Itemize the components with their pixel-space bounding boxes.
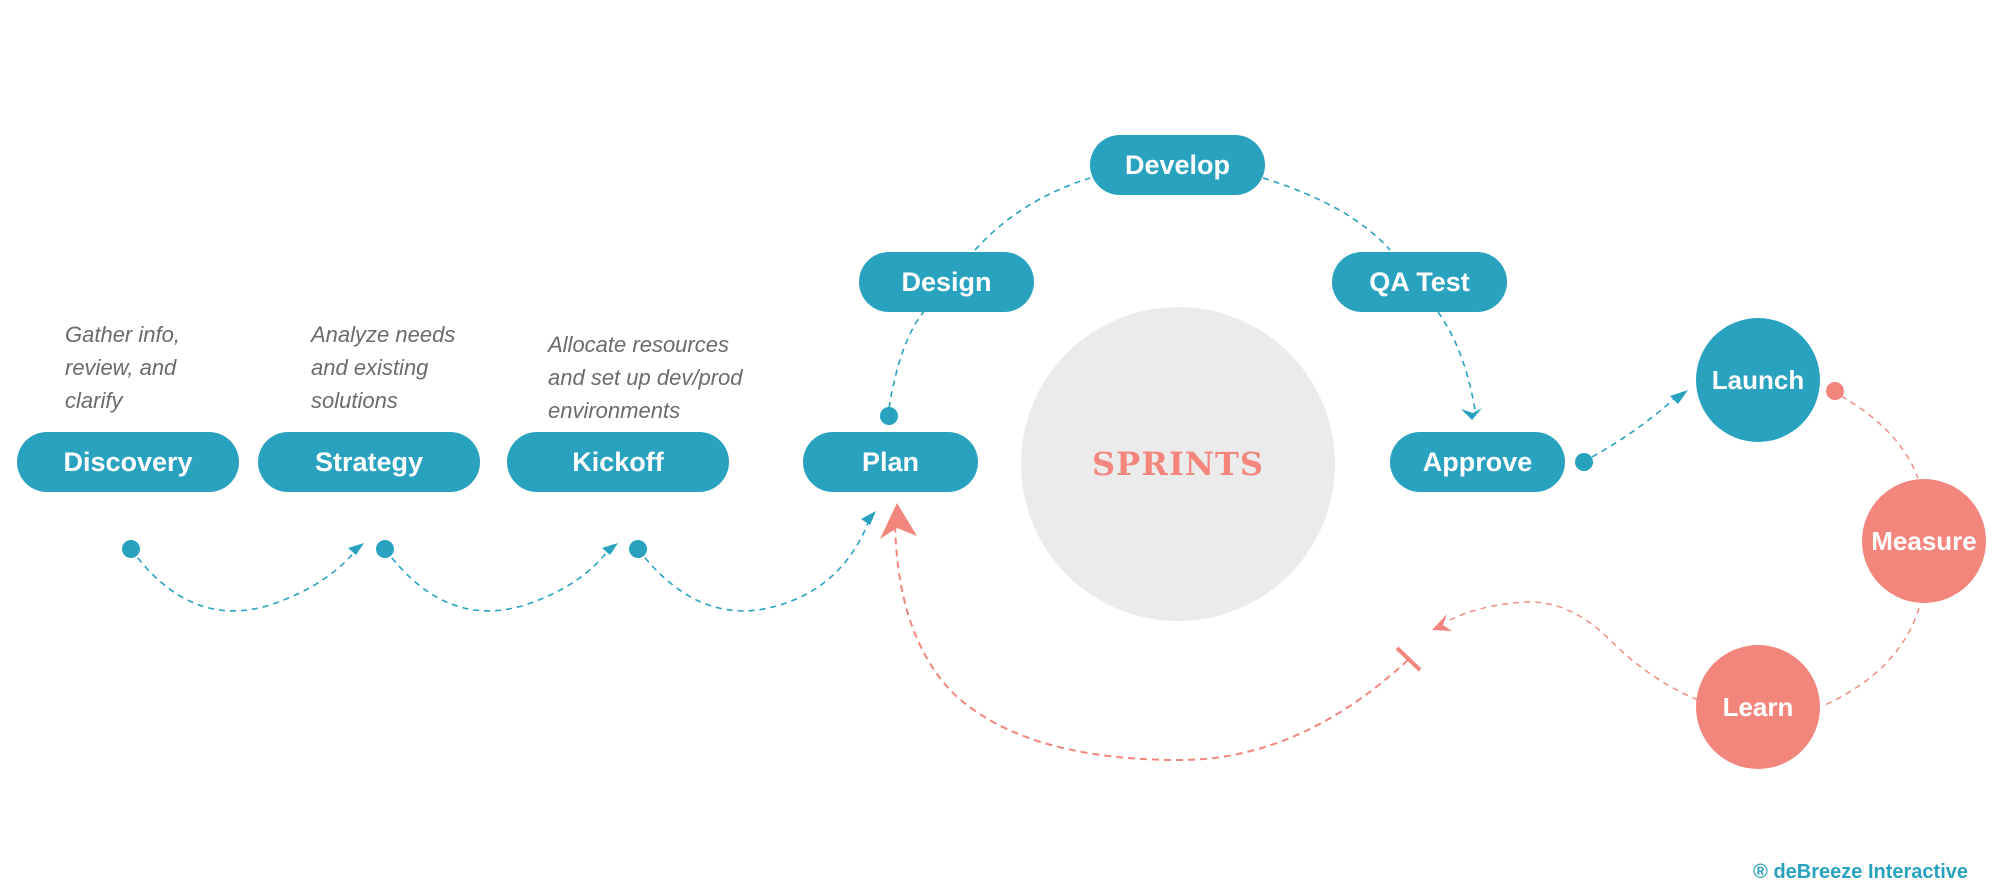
brand-credit: ® deBreeze Interactive	[1753, 861, 1968, 883]
arrowhead-launch	[1670, 390, 1688, 404]
sprints-circle: SPRINTS	[1021, 307, 1335, 621]
arrowhead-learn-back	[1432, 614, 1452, 631]
connector-plan-design	[888, 309, 926, 409]
connector-loop-plan	[894, 514, 1409, 762]
stage-strategy: Strategy	[258, 432, 480, 492]
dot-strategy	[376, 540, 394, 558]
arrowhead-plan	[861, 511, 876, 525]
arrowhead-loop-plan	[880, 503, 917, 539]
stage-kickoff: Kickoff	[507, 432, 729, 492]
stage-plan: Plan	[803, 432, 978, 492]
stage-launch: Launch	[1696, 318, 1820, 442]
arrowhead-kickoff	[602, 543, 618, 555]
connector-qa-approve	[1437, 311, 1476, 411]
stage-design: Design	[859, 252, 1034, 312]
description-strategy: Analyze needs and existing solutions	[311, 322, 456, 413]
connector-launch-measure	[1840, 395, 1919, 479]
dot-discovery	[122, 540, 140, 558]
stage-develop: Develop	[1090, 135, 1265, 195]
stage-learn: Learn	[1696, 645, 1820, 769]
description-kickoff: Allocate resources and set up dev/prod e…	[548, 332, 743, 423]
connector-design-develop	[974, 177, 1091, 251]
stage-approve: Approve	[1390, 432, 1565, 492]
stage-measure: Measure	[1862, 479, 1986, 603]
connector-kickoff-plan	[637, 517, 871, 612]
connector-approve-launch	[1591, 397, 1676, 458]
dot-plan	[880, 407, 898, 425]
dot-approve	[1575, 453, 1593, 471]
dot-launch	[1826, 382, 1844, 400]
arrowhead-approve	[1461, 408, 1482, 420]
connector-develop-qa	[1262, 177, 1391, 251]
dot-kickoff	[629, 540, 647, 558]
arrowhead-strategy	[348, 543, 364, 555]
connector-measure-learn	[1824, 607, 1920, 706]
connector-learn-back	[1449, 601, 1699, 701]
sprints-label: SPRINTS	[1092, 445, 1264, 483]
description-discovery: Gather info, review, and clarify	[65, 322, 180, 413]
connector-strategy-kickoff	[384, 544, 613, 612]
connector-discovery-strategy	[130, 544, 361, 612]
loop-tick	[1395, 646, 1422, 672]
stage-qa-test: QA Test	[1332, 252, 1507, 312]
stage-discovery: Discovery	[17, 432, 239, 492]
